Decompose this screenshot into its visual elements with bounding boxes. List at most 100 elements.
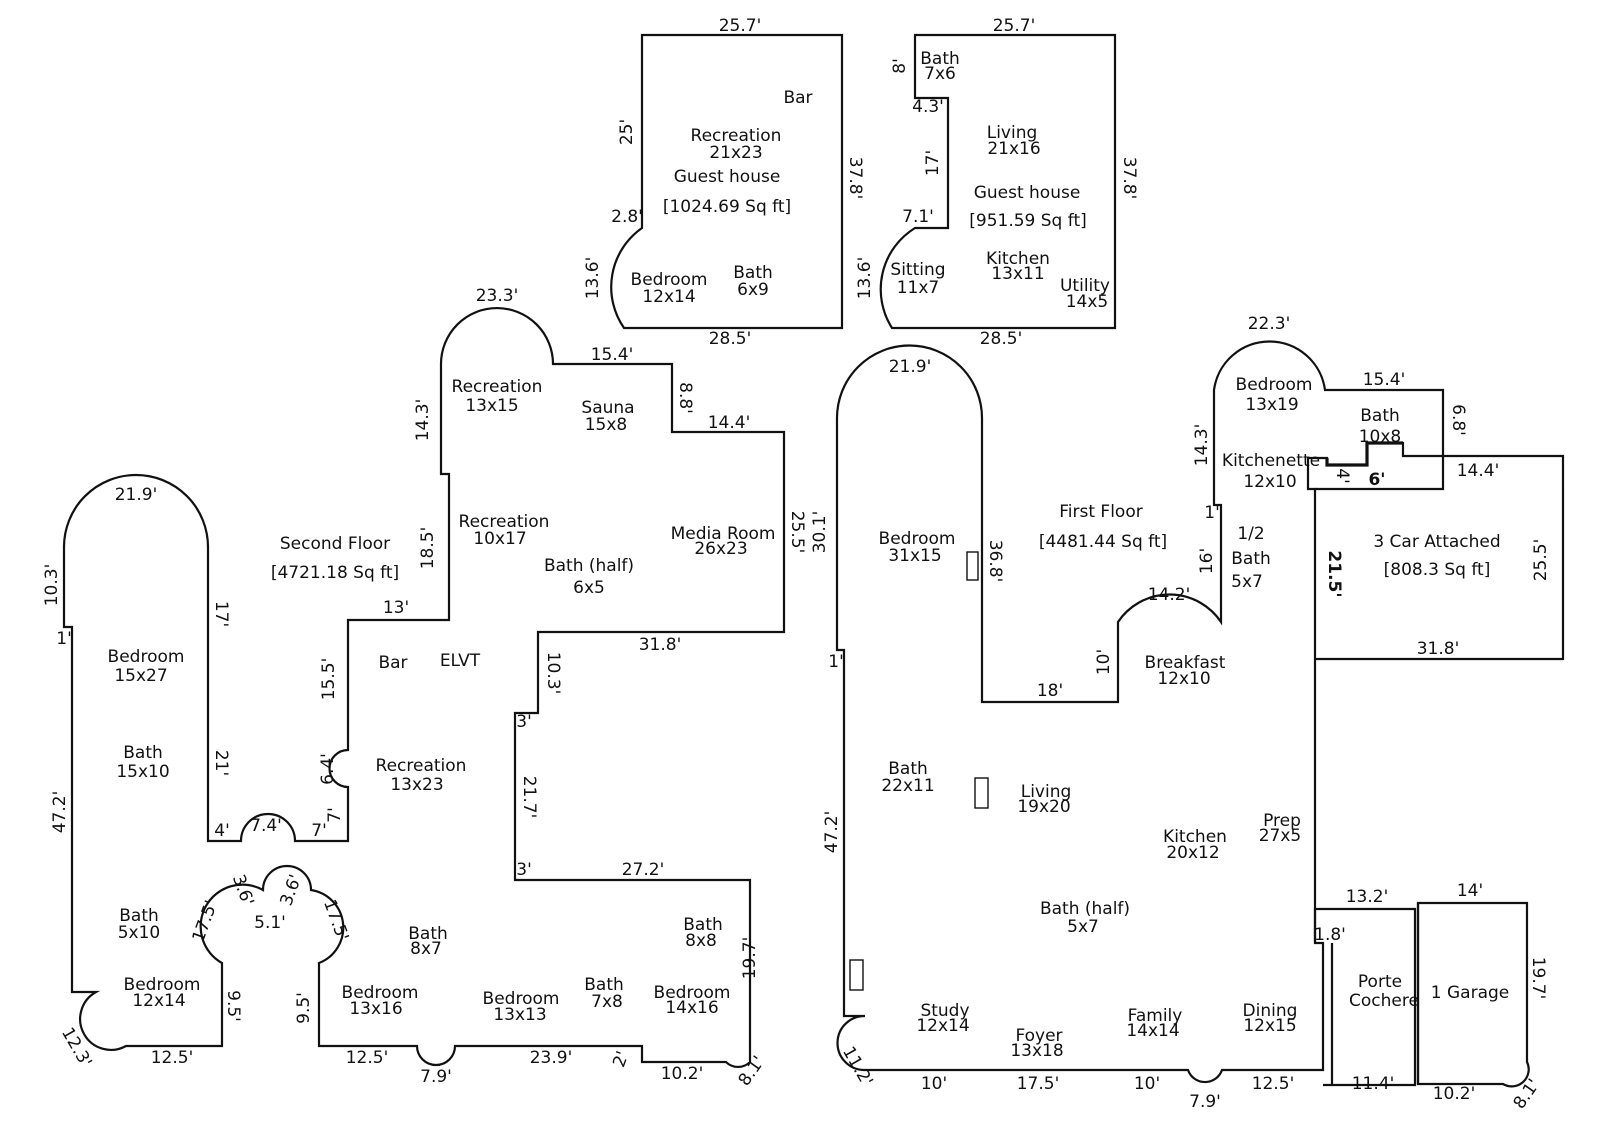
s-bathhalf-size: 6x5 [573,578,605,598]
s-rec1-size: 13x15 [465,396,518,416]
gh2-right-dim: 37.8' [1119,157,1139,200]
s-15-5-dim: 15.5' [319,658,339,701]
s-9-5a-dim: 9.5' [223,990,243,1022]
s-rec3-label: Recreation [376,756,467,776]
f-family-size: 14x14 [1126,1021,1179,1041]
gh1-bath-size: 6x9 [737,280,769,300]
s-9-5b-dim: 9.5' [294,992,314,1024]
f-kitchen-label: Kitchen [1163,827,1227,847]
s-rec1-label: Recreation [452,377,543,397]
s-21-7-dim: 21.7' [519,776,539,819]
s-7-9-dim: 7.9' [420,1067,452,1087]
s-bath1-size: 15x10 [116,762,169,782]
gh2-living-label: Living [987,123,1038,143]
s-bar-label: Bar [378,653,407,673]
s-bath4-label: Bath [584,975,624,995]
f-10-dim: 10' [1094,649,1114,675]
second-floor: 23.3' 15.4' 8.8' 14.4' 14.3' 18.5' 25.5'… [42,286,807,1090]
f-b11-4-dim: 11.4' [1352,1074,1395,1094]
f-breakfast-label: Breakfast [1145,653,1226,673]
gh1-bath-label: Bath [733,263,773,283]
f-b7-9-dim: 7.9' [1189,1092,1221,1112]
f-11-2-dim: 11.2' [838,1043,877,1090]
s-bed2-size: 12x14 [132,991,185,1011]
f-prep-label: Prep [1263,811,1301,831]
s-bed3-size: 13x16 [349,999,402,1019]
s-17-5b-dim: 17.5' [319,897,352,944]
s-13-dim: 13' [383,598,409,618]
f-13-2-dim: 13.2' [1346,887,1389,907]
f-1-8-dim: 1.8' [1314,925,1346,945]
s-25-5-dim: 25.5' [787,511,807,554]
s-bath3-label: Bath [408,924,448,944]
f-halfbath-size: 5x7 [1231,572,1263,592]
s-bathhalf-label: Bath (half) [544,556,634,576]
s-31-8-dim: 31.8' [639,635,682,655]
gh2-kitchen-size: 13x11 [991,264,1044,284]
single-garage-label: 1 Garage [1431,983,1509,1003]
s-4-dim: 4' [214,821,230,841]
f-10-2-dim: 10.2' [1433,1084,1476,1104]
f-bath2-label: Bath [888,759,928,779]
f-30-1-dim: 30.1' [810,511,830,554]
gh2-bath-label: Bath [920,49,960,69]
s-18-5-dim: 18.5' [418,527,438,570]
gh2-sitting-label: Sitting [890,260,945,280]
gh1-recreation-size: 21x23 [709,143,762,163]
second-floor-outline [62,306,786,1069]
guest-house-1: 25.7' 25' 37.8' 2.8' 13.6' 28.5' Bar Rec… [583,16,865,349]
f-47-2-dim: 47.2' [822,811,842,854]
f-family-label: Family [1128,1006,1183,1026]
gh1-step-dim: 2.8' [611,207,643,227]
f-18-dim: 18' [1037,681,1063,701]
f-prep-size: 27x5 [1259,826,1302,846]
s-bath3-size: 8x7 [410,939,442,959]
f-1b-dim: 1' [1204,503,1220,523]
gh2-c-dim: 17' [923,150,943,176]
f-21-5-dim: 21.5' [1324,550,1344,597]
s-bed1-size: 15x27 [114,666,167,686]
f-bed2-size: 13x19 [1245,395,1298,415]
f-bathhalf-size: 5x7 [1067,917,1099,937]
gh2-arc-dim: 13.6' [855,257,875,300]
f-1a-dim: 1' [828,652,844,672]
s-bath1-label: Bath [123,743,163,763]
s-17-dim: 17' [211,601,231,627]
s-8-1-dim: 8.1' [735,1052,770,1089]
f-bathhalf-label: Bath (half) [1040,899,1130,919]
gh2-utility-label: Utility [1060,276,1110,296]
s-3-6a-dim: 3.6' [228,872,258,909]
s-rec2-size: 10x17 [473,529,526,549]
second-floor-area: [4721.18 Sq ft] [271,563,399,583]
gh1-recreation-label: Recreation [691,126,782,146]
s-5-1-dim: 5.1' [254,913,286,933]
s-bath2-label: Bath [119,906,159,926]
porte-cochere-and-garage: 13.2' 1.8' 11.4' 14' 19.7' 10.2' 8.1' Po… [1313,881,1548,1113]
s-bath5-label: Bath [683,915,723,935]
f-halfbath-label: 1/2 [1237,524,1264,544]
s-bed5-label: Bedroom [654,983,731,1003]
gh2-sitting-size: 11x7 [897,278,940,298]
first-floor-title: First Floor [1059,502,1142,522]
f-14-2-dim: 14.2' [1148,585,1191,605]
f-14-3-dim: 14.3' [1192,424,1212,467]
f-6-dim: 6' [1368,470,1385,490]
porte-cochere-label-2: Cochere [1349,991,1419,1011]
f-living-size: 19x20 [1017,797,1070,817]
s-10-3-dim: 10.3' [543,652,563,695]
f-16-dim: 16' [1197,548,1217,574]
s-2-dim: 2' [609,1049,633,1070]
f-b10a-dim: 10' [921,1074,947,1094]
s-47-2-dim: 47.2' [50,791,70,834]
s-bed1-label: Bedroom [108,647,185,667]
f-b17-5-dim: 17.5' [1017,1074,1060,1094]
s-27-2-dim: 27.2' [622,860,665,880]
s-rec2-label: Recreation [459,512,550,532]
f-14-dim: 14' [1457,881,1483,901]
s-elvt-label: ELVT [440,651,481,671]
f-study-label: Study [920,1001,969,1021]
f-foyer-size: 13x18 [1010,1041,1063,1061]
s-10-2-dim: 10.2' [661,1064,704,1084]
f-kitchen-size: 20x12 [1166,843,1219,863]
